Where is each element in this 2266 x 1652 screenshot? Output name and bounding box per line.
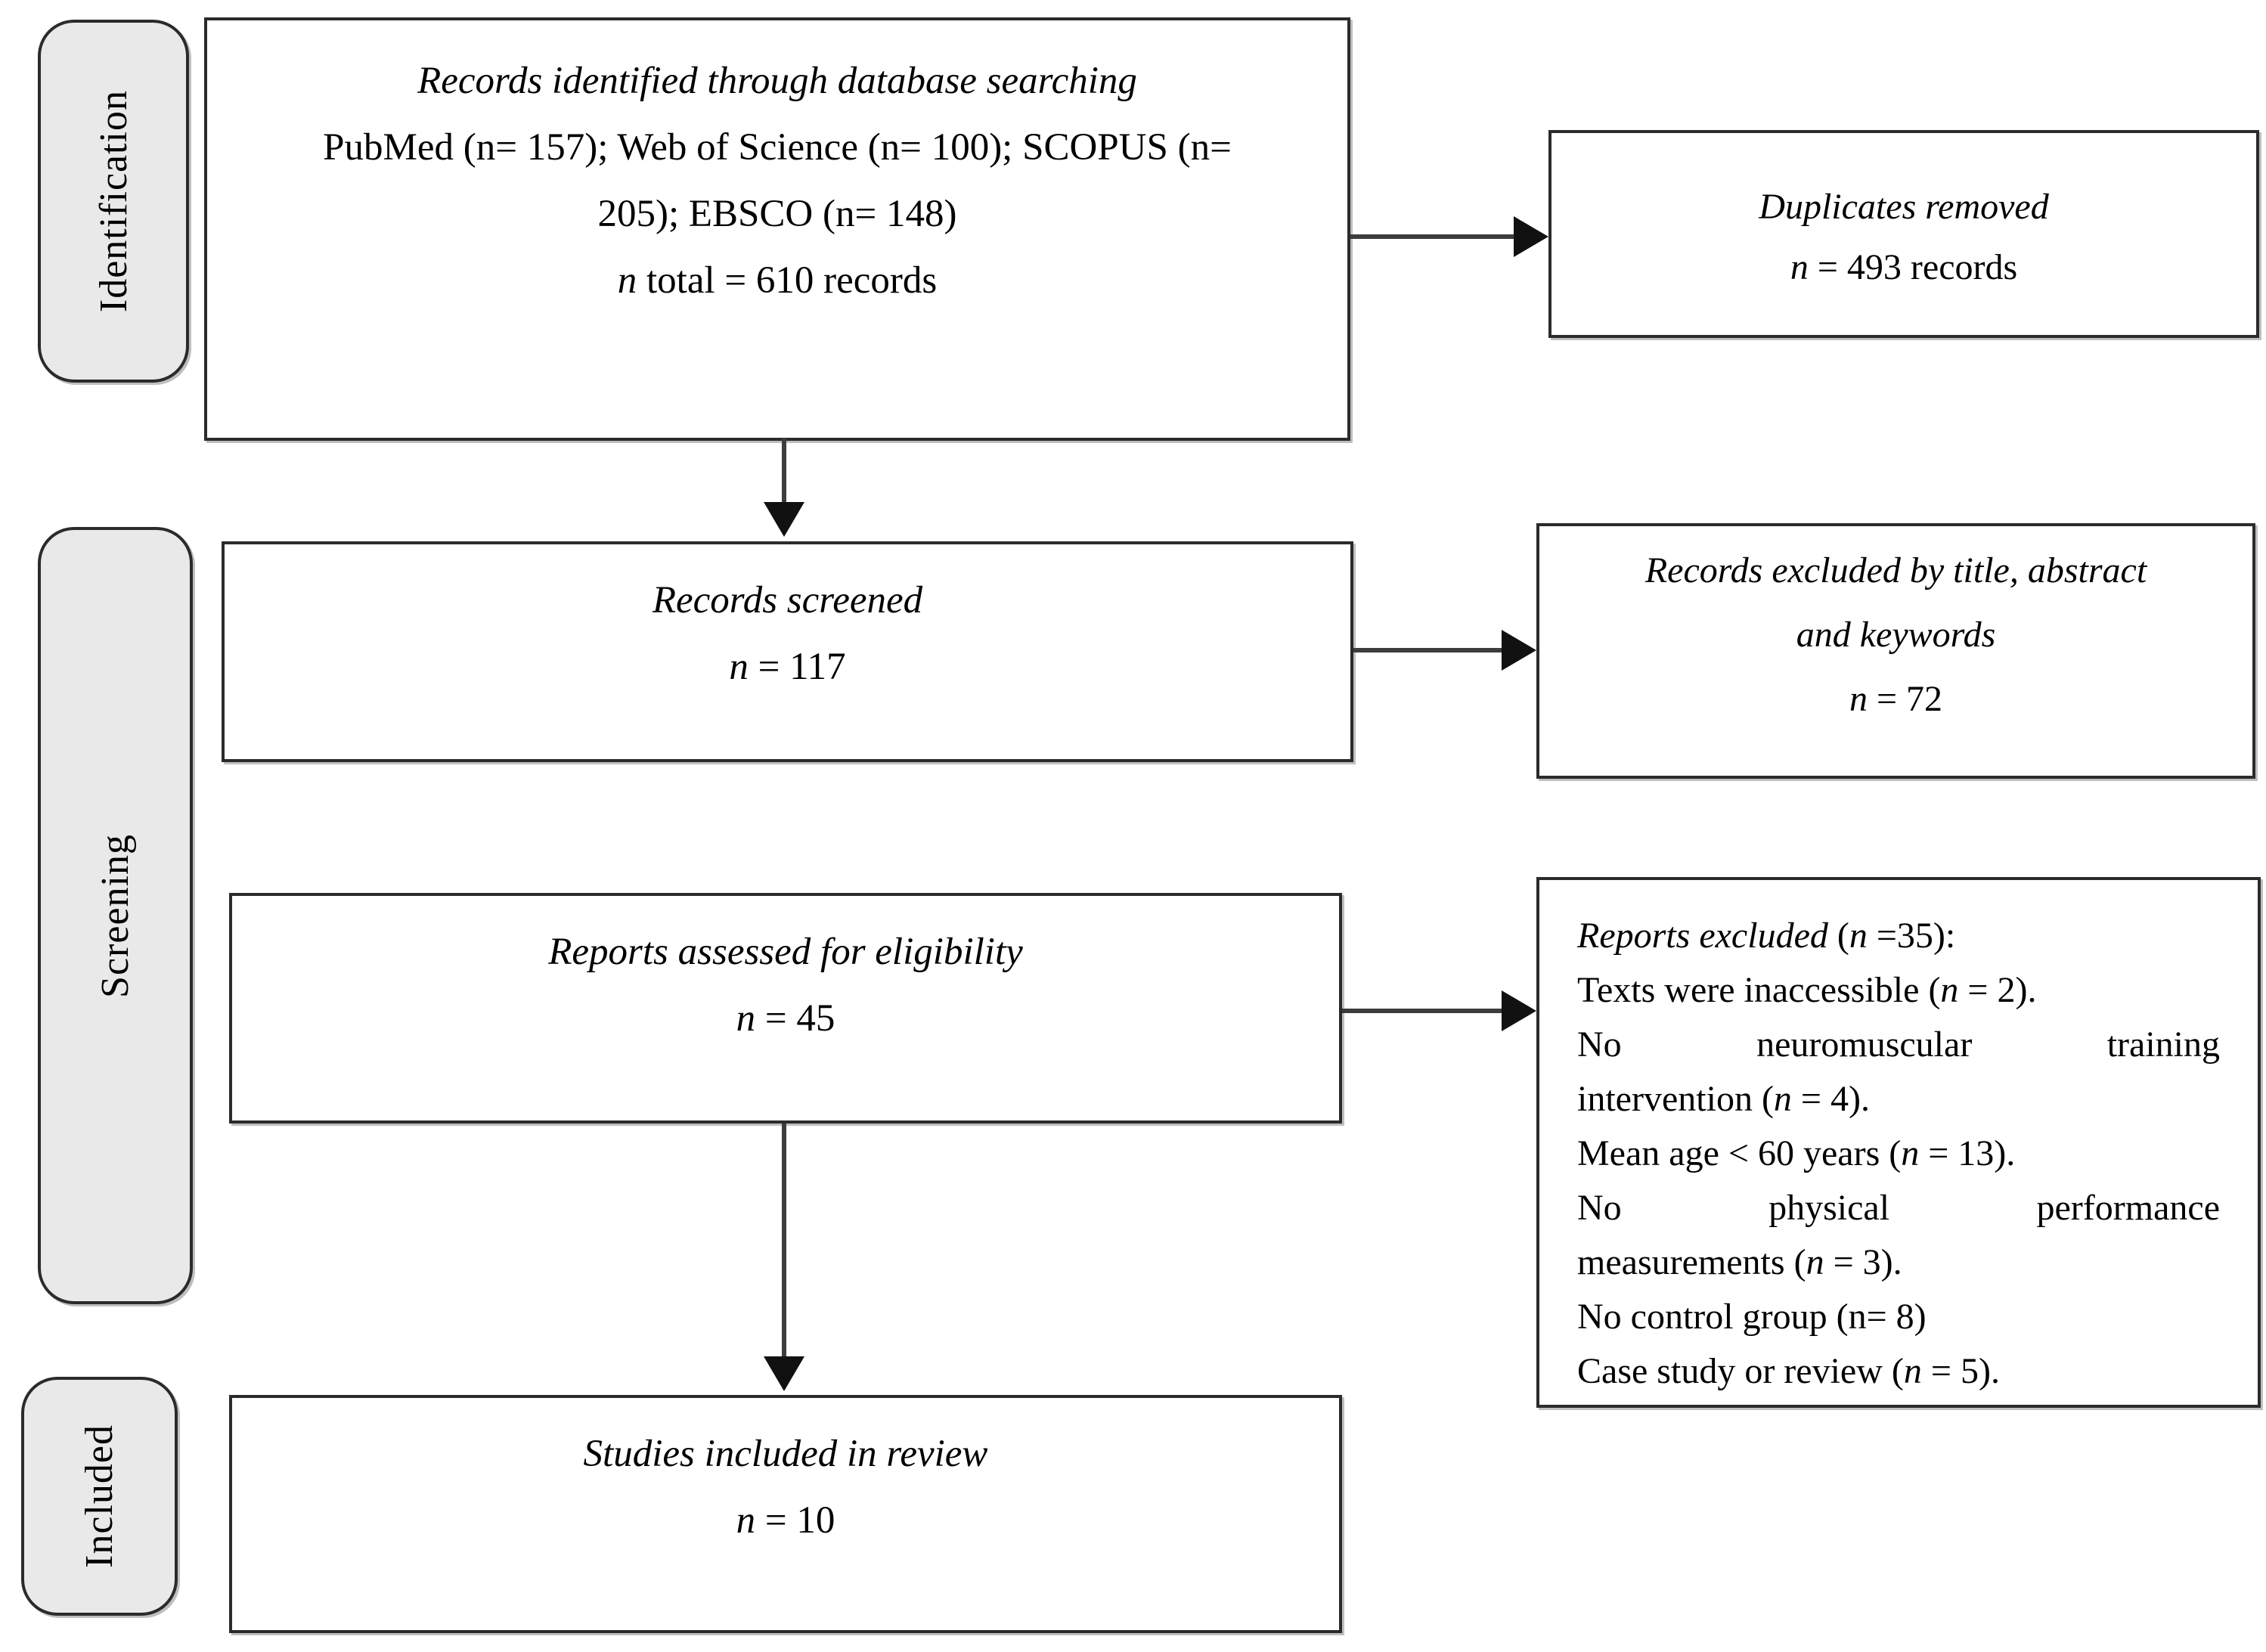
box-reports-assessed: Reports assessed for eligibility n = 45 bbox=[229, 893, 1342, 1124]
box-records-screened: Records screened n = 117 bbox=[222, 541, 1353, 762]
arrowhead-right-icon bbox=[1514, 216, 1548, 257]
box-reports-excluded-line-2: Texts were inaccessible (n = 2). bbox=[1577, 970, 2037, 1010]
box-studies-included-line-1: Studies included in review bbox=[583, 1433, 988, 1475]
box-reports-excluded-line-7: measurements (n = 3). bbox=[1577, 1242, 1902, 1282]
box-reports-excluded-line-4: intervention (n = 4). bbox=[1577, 1079, 1870, 1119]
box-records-identified-line-4: n total = 610 records bbox=[617, 259, 938, 302]
box-records-identified-line-2: PubMed (n= 157); Web of Science (n= 100)… bbox=[323, 126, 1232, 169]
arrowhead-right-icon bbox=[1502, 990, 1536, 1031]
stage-label-identification: Identification bbox=[38, 20, 189, 383]
box-reports-excluded-line-1: Reports excluded (n =35): bbox=[1577, 916, 1956, 956]
box-reports-excluded-line-3: No neuromuscular training bbox=[1577, 1024, 2220, 1065]
arrow-line bbox=[1350, 234, 1515, 239]
box-records-screened-line-1: Records screened bbox=[652, 579, 923, 621]
arrowhead-right-icon bbox=[1502, 630, 1536, 671]
arrow-line bbox=[782, 1124, 786, 1358]
box-duplicates-removed-line-2: n = 493 records bbox=[1790, 247, 2018, 287]
box-studies-included-line-2: n = 10 bbox=[736, 1499, 835, 1542]
box-records-identified-line-3: 205); EBSCO (n= 148) bbox=[597, 193, 957, 235]
box-reports-excluded-line-5: Mean age < 60 years (n = 13). bbox=[1577, 1133, 2016, 1173]
box-duplicates-removed-line-1: Duplicates removed bbox=[1759, 187, 2049, 227]
box-reports-excluded-line-9: Case study or review (n = 5). bbox=[1577, 1351, 2000, 1391]
box-records-excluded-line-3: n = 72 bbox=[1849, 679, 1943, 719]
arrow-line bbox=[1353, 648, 1503, 652]
box-studies-included: Studies included in review n = 10 bbox=[229, 1395, 1342, 1633]
stage-label-screening-text: Screening bbox=[94, 833, 137, 998]
box-records-identified: Records identified through database sear… bbox=[204, 17, 1350, 441]
stage-label-screening: Screening bbox=[38, 527, 193, 1304]
arrow-line bbox=[782, 439, 786, 504]
box-reports-assessed-line-1: Reports assessed for eligibility bbox=[548, 931, 1023, 973]
box-records-excluded: Records excluded by title, abstract and … bbox=[1536, 523, 2255, 779]
box-reports-excluded-line-6: No physical performance bbox=[1577, 1188, 2220, 1228]
arrowhead-down-icon bbox=[764, 502, 804, 537]
box-records-excluded-line-2: and keywords bbox=[1796, 615, 1996, 655]
stage-label-included: Included bbox=[21, 1377, 178, 1616]
box-reports-assessed-line-2: n = 45 bbox=[736, 997, 835, 1040]
stage-label-identification-text: Identification bbox=[91, 89, 135, 313]
box-records-screened-line-2: n = 117 bbox=[729, 646, 846, 688]
box-duplicates-removed: Duplicates removed n = 493 records bbox=[1548, 130, 2259, 338]
stage-label-included-text: Included bbox=[78, 1424, 121, 1568]
box-records-identified-line-1: Records identified through database sear… bbox=[417, 60, 1137, 102]
box-reports-excluded-line-8: No control group (n= 8) bbox=[1577, 1297, 1927, 1337]
box-records-excluded-line-1: Records excluded by title, abstract bbox=[1644, 550, 2147, 590]
arrowhead-down-icon bbox=[764, 1356, 804, 1391]
arrow-line bbox=[1342, 1009, 1503, 1013]
box-reports-excluded: Reports excluded (n =35): Texts were ina… bbox=[1536, 877, 2261, 1408]
